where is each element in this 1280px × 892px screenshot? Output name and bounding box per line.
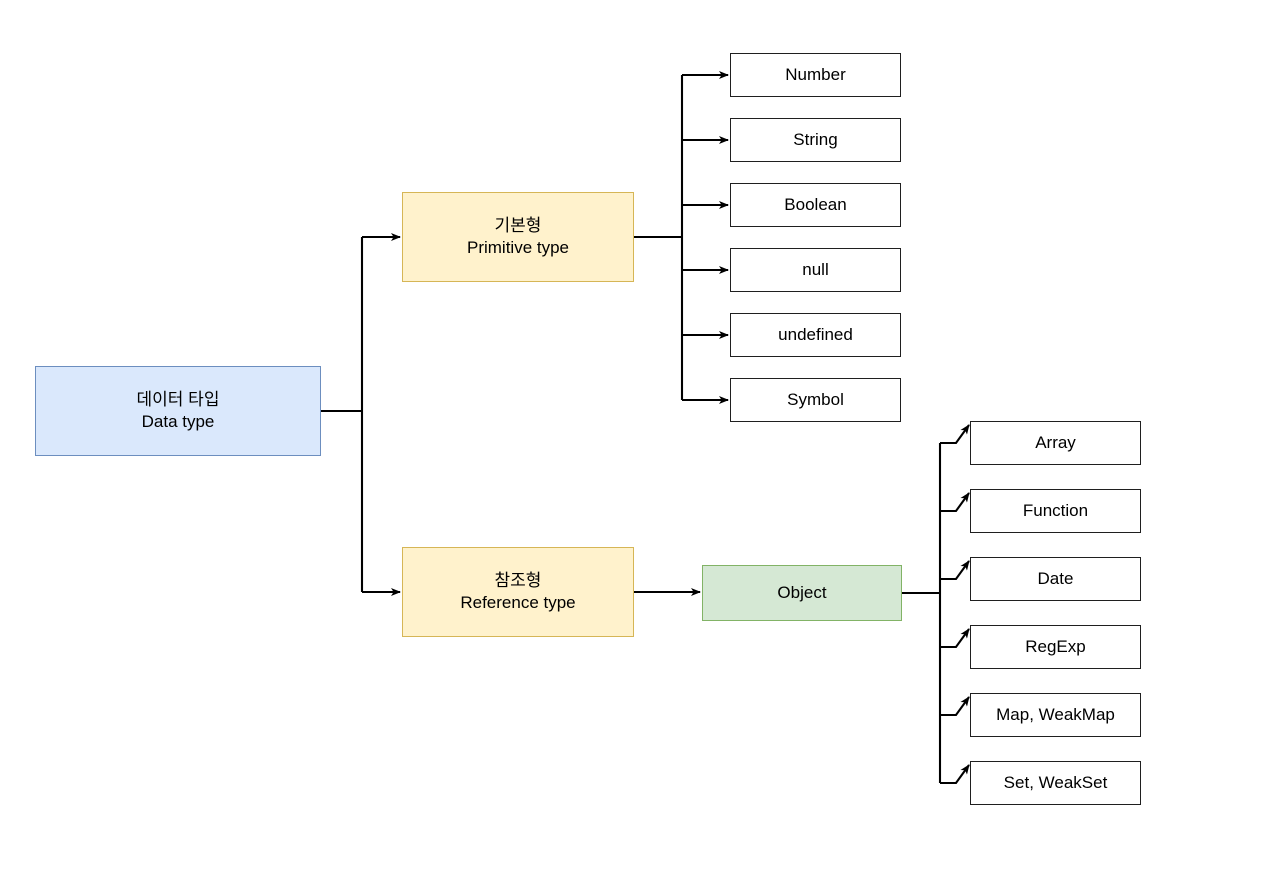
node-object-child-label: RegExp xyxy=(1025,637,1086,657)
node-primitive-child-label: undefined xyxy=(778,325,853,345)
node-object-child-label: Set, WeakSet xyxy=(1003,773,1108,793)
node-primitive-child-1[interactable]: String xyxy=(730,118,901,162)
node-reference-type-label-korean: 참조형 xyxy=(494,571,542,591)
node-object-child-label: Date xyxy=(1037,569,1074,589)
node-object-label: Object xyxy=(777,583,827,603)
node-data-type[interactable]: 데이터 타입 Data type xyxy=(35,366,321,456)
node-primitive-child-5[interactable]: Symbol xyxy=(730,378,901,422)
node-object-child-5[interactable]: Set, WeakSet xyxy=(970,761,1141,805)
node-primitive-child-label: String xyxy=(793,130,838,150)
node-object-child-2[interactable]: Date xyxy=(970,557,1141,601)
node-primitive-child-label: Number xyxy=(785,65,846,85)
node-primitive-type[interactable]: 기본형 Primitive type xyxy=(402,192,634,282)
node-primitive-child-label: Symbol xyxy=(787,390,844,410)
edge-object-branch-5 xyxy=(940,764,970,785)
edges-primitive xyxy=(634,71,729,404)
node-object-child-label: Function xyxy=(1022,501,1089,521)
edge-object-branch-1 xyxy=(940,492,970,513)
node-reference-type-label-english: Reference type xyxy=(460,593,576,612)
node-primitive-child-3[interactable]: null xyxy=(730,248,901,292)
edge-object-branch-4 xyxy=(940,696,970,717)
edge-object-branch-0 xyxy=(940,424,970,445)
node-primitive-type-label-korean: 기본형 xyxy=(494,216,542,236)
node-data-type-label-english: Data type xyxy=(141,412,215,431)
node-object-child-1[interactable]: Function xyxy=(970,489,1141,533)
node-primitive-child-label: null xyxy=(802,260,829,280)
edge-object-branch-2 xyxy=(940,560,970,581)
node-object-child-label: Map, WeakMap xyxy=(996,705,1115,725)
node-primitive-child-4[interactable]: undefined xyxy=(730,313,901,357)
node-object-child-4[interactable]: Map, WeakMap xyxy=(970,693,1141,737)
node-object[interactable]: Object xyxy=(702,565,902,621)
node-primitive-child-0[interactable]: Number xyxy=(730,53,901,97)
node-primitive-child-label: Boolean xyxy=(784,195,847,215)
node-data-type-label-korean: 데이터 타입 xyxy=(136,390,220,410)
node-object-child-0[interactable]: Array xyxy=(970,421,1141,465)
node-primitive-child-2[interactable]: Boolean xyxy=(730,183,901,227)
edge-object-branch-3 xyxy=(940,628,970,649)
node-object-child-label: Array xyxy=(1035,433,1076,453)
node-primitive-type-label-english: Primitive type xyxy=(466,238,570,257)
node-object-child-3[interactable]: RegExp xyxy=(970,625,1141,669)
edges-root xyxy=(321,233,401,596)
node-reference-type[interactable]: 참조형 Reference type xyxy=(402,547,634,637)
